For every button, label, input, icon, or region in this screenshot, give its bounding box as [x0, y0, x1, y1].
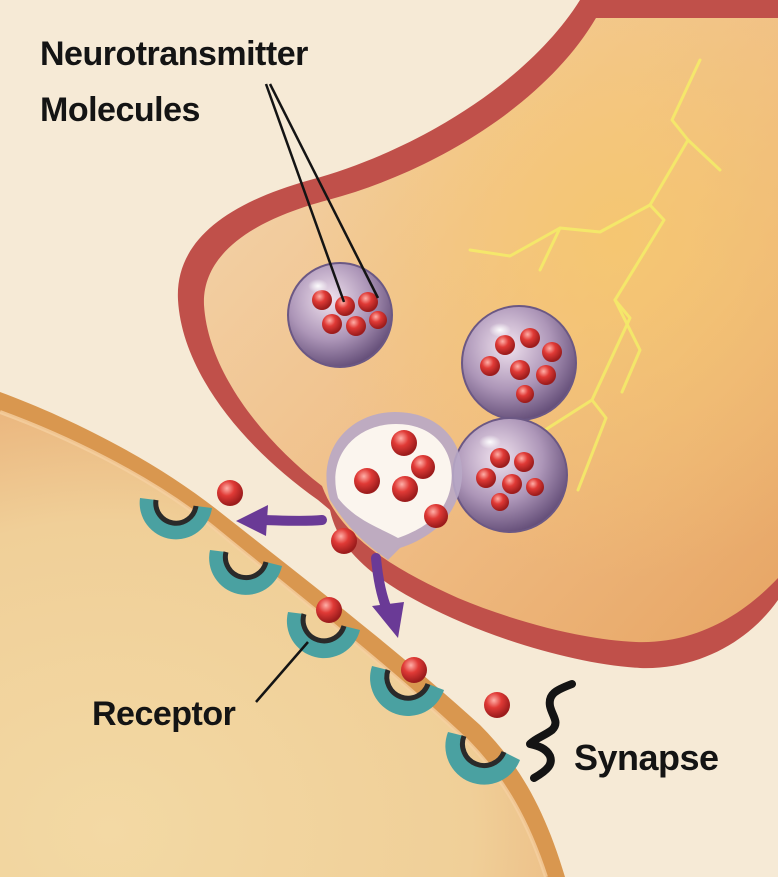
label-receptor: Receptor: [92, 694, 235, 734]
vesicle-icon: [453, 418, 567, 532]
label-molecules: Molecules: [40, 90, 200, 130]
label-synapse: Synapse: [574, 737, 719, 779]
vesicle-icon: [462, 306, 576, 420]
label-neurotransmitter: Neurotransmitter: [40, 34, 308, 74]
vesicle-icon: [288, 263, 392, 367]
